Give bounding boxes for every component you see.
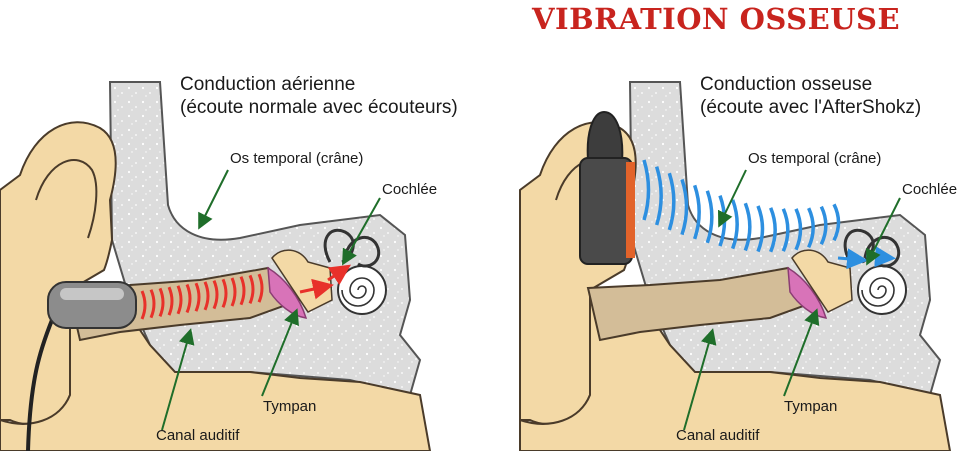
left-heading-main: Conduction aérienne [180,74,356,95]
bone-wave-arc [642,159,651,221]
right-heading-sub: (écoute avec l'AfterShokz) [700,97,922,118]
bone-wave-arc [743,202,752,252]
air-sound-waves [140,273,264,320]
air-wave-arc [194,282,201,312]
bone-wave-arc [807,207,815,249]
air-wave-arc [176,285,183,315]
air-wave-arc [221,278,228,308]
pointer-os-temporal-right [717,169,747,228]
pointer-os-temporal-left [198,169,229,230]
bone-wave-arc [832,203,841,242]
left-heading-sub: (écoute normale avec écouteurs) [180,97,458,118]
bone-wave-arc [731,199,739,250]
right-heading-main: Conduction osseuse [700,74,873,95]
air-wave-arc [140,290,147,320]
bone-wave-arc [654,166,663,226]
air-wave-arc [248,274,255,304]
bone-wave-arc [794,208,803,251]
label-os-temporal-right: Os temporal (crâne) [748,150,882,167]
air-wave-arc [203,281,210,311]
red-arrow [299,278,334,300]
bone-wave-arc [781,208,790,252]
pointer-tympan-left [261,308,299,397]
bone-wave-arc [756,205,765,253]
bone-wave-arc [693,184,701,240]
air-wave-arc [230,277,237,307]
air-wave-arc [158,287,165,317]
air-wave-arc [257,273,264,303]
earphone-icon [26,281,137,451]
air-wave-arc [167,286,174,316]
bone-conduction-headphone-icon [579,110,635,265]
left-heading: Conduction aérienne (écoute normale avec… [180,73,458,119]
air-wave-arc [212,280,219,310]
label-canal-right: Canal auditif [676,427,760,444]
bone-wave-arc [705,190,714,244]
blue-arrow [837,248,868,270]
bone-wave-arc [680,178,689,236]
bone-wave-arc [667,172,676,231]
label-os-temporal-left: Os temporal (crâne) [230,150,364,167]
bone-wave-arc [819,205,828,245]
pointer-tympan-right [783,308,820,397]
pointer-canal-left [161,328,195,431]
red-arrow [327,264,351,286]
bone-vibration-waves [642,159,841,253]
air-wave-arc [239,276,246,306]
air-wave-arc [149,289,156,319]
left-panel-air-conduction [0,80,432,451]
pointer-cochlee-left [342,197,381,266]
pointer-canal-right [683,328,717,431]
pointer-cochlee-right [866,197,901,266]
label-canal-left: Canal auditif [156,427,240,444]
label-tympan-left: Tympan [263,398,317,415]
label-tympan-right: Tympan [784,398,838,415]
page-title: VIBRATION OSSEUSE [532,2,901,36]
label-cochlee-left: Cochlée [382,181,438,198]
right-panel-bone-conduction [518,80,952,451]
right-heading: Conduction osseuse (écoute avec l'AfterS… [700,73,921,119]
air-wave-arc [185,283,192,314]
bone-wave-arc [769,207,777,253]
label-cochlee-right: Cochlée [902,181,958,198]
